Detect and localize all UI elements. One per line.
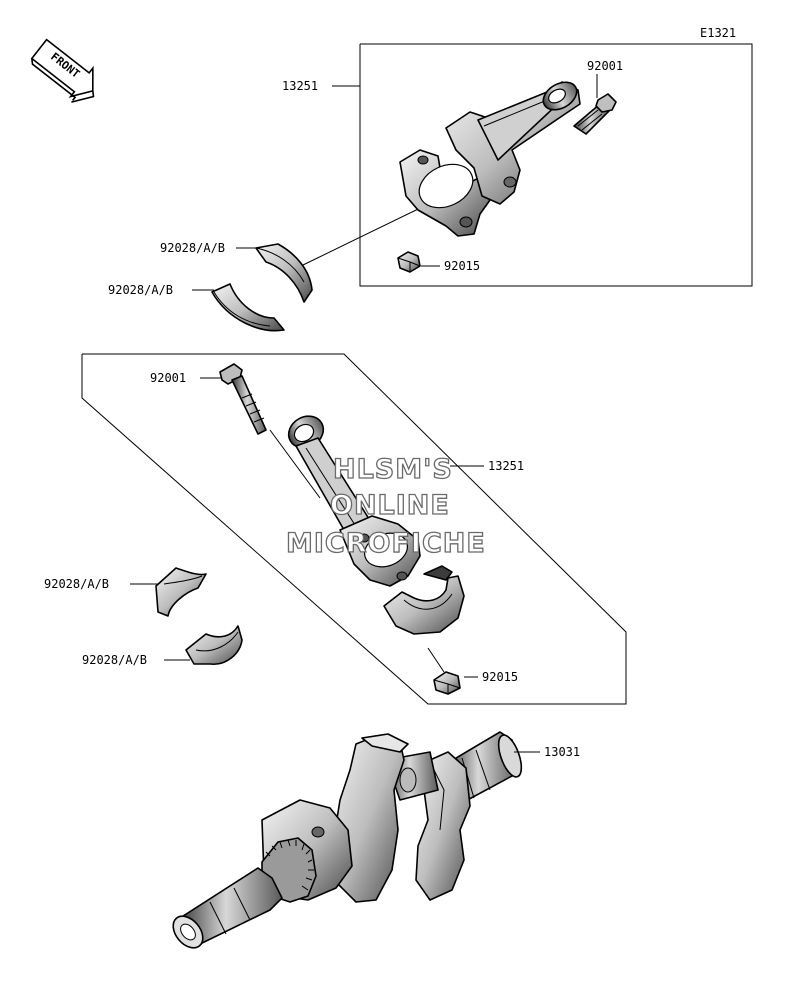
rod-cap-mid (383, 565, 465, 635)
label-13251-top: 13251 (282, 79, 318, 93)
bearing-shell-mid-2 (185, 625, 243, 665)
watermark-line-3: MICROFICHE (286, 528, 486, 559)
label-92028-top-2: 92028/A/B (108, 283, 173, 297)
top-rod-assembly-box (359, 43, 753, 287)
front-arrow-icon (30, 38, 95, 103)
label-13031: 13031 (544, 745, 580, 759)
bolt-top (573, 93, 617, 135)
label-92015-top: 92015 (444, 259, 480, 273)
watermark: HLSM'S ONLINE MICROFICHE (285, 453, 486, 559)
nut-mid (433, 671, 461, 695)
diagram-code: E1321 (700, 26, 736, 40)
bolt-mid (219, 363, 267, 435)
label-92028-mid-1: 92028/A/B (44, 577, 109, 591)
watermark-line-1: HLSM'S (333, 454, 453, 485)
nut-top (397, 251, 421, 273)
label-92028-mid-2: 92028/A/B (82, 653, 147, 667)
label-92015-mid: 92015 (482, 670, 518, 684)
label-92001-top: 92001 (587, 59, 623, 73)
label-13251-mid: 13251 (488, 459, 524, 473)
bearing-shell-top-1 (255, 243, 313, 303)
crankshaft (172, 731, 523, 949)
watermark-line-2: ONLINE (330, 490, 450, 521)
connecting-rod-top (399, 81, 581, 237)
label-92001-mid: 92001 (150, 371, 186, 385)
connecting-rod-mid (287, 415, 421, 587)
bearing-shell-mid-1 (155, 567, 207, 617)
mid-rod-assembly-box (81, 353, 627, 705)
label-92028-top-1: 92028/A/B (160, 241, 225, 255)
bearing-shell-top-2 (211, 283, 285, 332)
